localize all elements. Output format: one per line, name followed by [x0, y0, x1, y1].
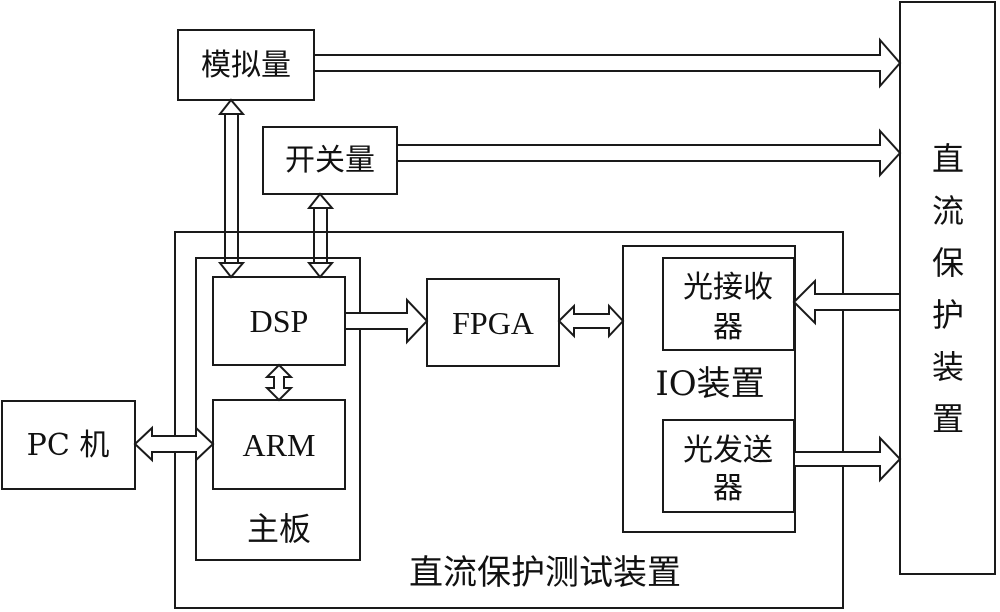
protection-char-5: 装: [932, 348, 964, 386]
fpga-io-double-arrow: [557, 303, 625, 339]
tester-label: 直流保护测试装置: [409, 553, 681, 593]
protection-char-1: 直: [932, 140, 964, 178]
analog-dsp-link: [217, 98, 246, 279]
analog-label: 模拟量: [201, 48, 291, 83]
protection-char-6: 置: [932, 400, 964, 438]
io-label: IO装置: [655, 364, 764, 404]
protection-to-receiver-arrow: [792, 278, 901, 326]
arm-label: ARM: [243, 427, 316, 463]
dsp-label: DSP: [250, 303, 309, 339]
switch-box: [262, 126, 398, 195]
mainboard-label: 主板: [247, 510, 311, 548]
switch-label: 开关量: [285, 143, 375, 178]
sender-label-line2: 器: [713, 471, 743, 506]
sender-to-protection-arrow: [793, 435, 902, 483]
fpga-label: FPGA: [452, 305, 534, 341]
pc-arm-double-arrow: [133, 425, 215, 463]
receiver-label-line1: 光接收: [683, 270, 773, 305]
dsp-to-fpga-arrow: [344, 297, 429, 345]
switch-dsp-link: [306, 192, 335, 279]
sender-label-line1: 光发送: [683, 433, 773, 468]
protection-char-3: 保: [932, 244, 964, 282]
pc-box: [1, 400, 136, 490]
receiver-label-line2: 器: [713, 310, 743, 345]
protection-box: [899, 1, 996, 575]
switch-to-protection-arrow: [396, 128, 902, 178]
fpga-box: [426, 278, 560, 367]
pc-label: PC 机: [27, 428, 110, 463]
analog-to-protection-arrow: [313, 37, 902, 89]
dsp-arm-double-arrow: [264, 363, 294, 402]
receiver-box: [662, 257, 795, 351]
protection-char-4: 护: [932, 296, 964, 334]
protection-char-2: 流: [932, 192, 964, 230]
